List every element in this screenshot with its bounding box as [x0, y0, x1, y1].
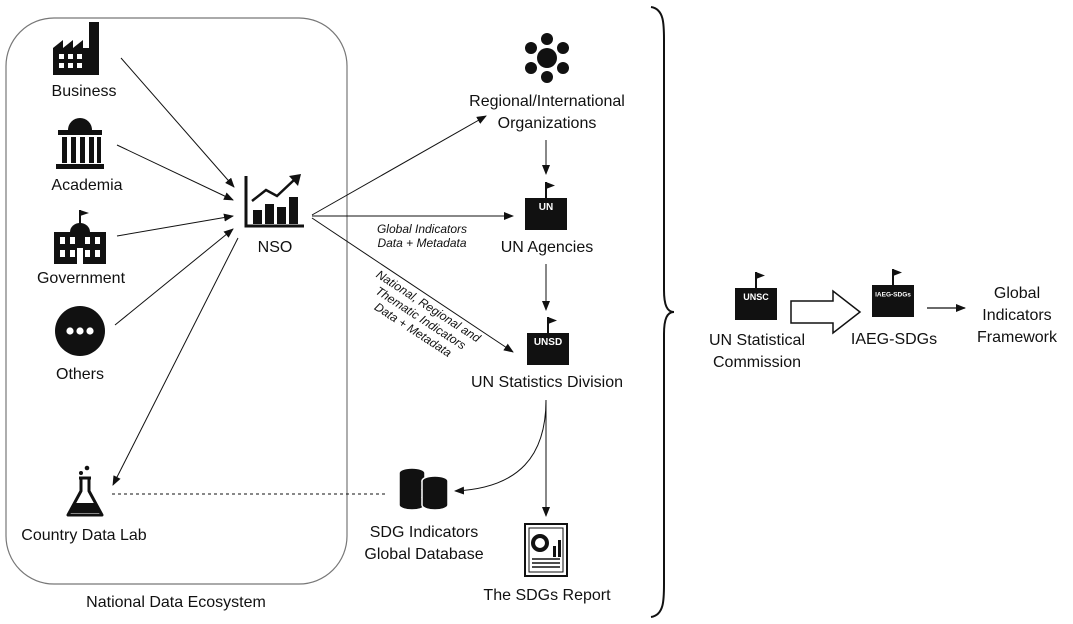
sdg-report-label: The SDGs Report: [483, 587, 611, 604]
edge-nso-countrylab: [112, 237, 239, 486]
regional-label-line-1: Regional/International: [469, 93, 625, 110]
database-icon: [398, 467, 449, 511]
unsc-badge: UNSC: [743, 292, 769, 302]
regional-label: Regional/International Organizations: [469, 91, 625, 135]
grouping-brace: [650, 6, 675, 618]
ecosystem-label: National Data Ecosystem: [86, 594, 266, 611]
edge-academia-nso: [116, 144, 234, 201]
edge-others-nso: [114, 228, 234, 326]
edge-nso-unsd: [311, 217, 514, 353]
government-label: Government: [36, 270, 126, 287]
edge-label-global-indicators: Global Indicators Data + Metadata: [377, 222, 467, 250]
un-badge: UN: [539, 202, 553, 213]
regional-label-line-2: Organizations: [497, 115, 597, 132]
un-agencies-label: UN Agencies: [500, 239, 594, 256]
network-hub-icon: [525, 33, 569, 83]
iaeg-label: IAEG-SDGs: [850, 331, 938, 348]
business-label: Business: [51, 83, 117, 100]
report-document-icon: [524, 523, 568, 577]
nso-label: NSO: [257, 239, 293, 256]
unsc-label-line-2: Commission: [712, 354, 801, 371]
national-data-ecosystem-box: [5, 17, 348, 585]
gif-label-line-2: Indicators: [982, 307, 1052, 324]
unsc-label-line-1: UN Statistical: [708, 332, 806, 349]
building-flag-icon: UN: [524, 181, 568, 231]
hollow-arrow-icon: [790, 289, 862, 335]
bar-chart-trend-icon: [244, 174, 304, 228]
edge-label-global-line-1: Global Indicators: [376, 222, 468, 236]
ellipsis-circle-icon: [55, 306, 105, 356]
iaeg-badge: IAEG-SDGs: [875, 292, 911, 299]
edge-unsd-database: [454, 399, 547, 495]
factory-icon: [53, 22, 99, 75]
sdg-db-label-line-1: SDG Indicators: [369, 524, 479, 541]
gif-label: Global Indicators Framework: [977, 283, 1057, 349]
academia-label: Academia: [51, 177, 123, 194]
edge-nso-regional: [311, 115, 487, 216]
edge-business-nso: [120, 57, 235, 188]
edge-label-global-line-2: Data + Metadata: [377, 236, 467, 250]
museum-icon: [56, 118, 104, 169]
others-label: Others: [55, 366, 105, 383]
building-flag-icon: UNSD: [526, 316, 570, 366]
flask-icon: [66, 465, 104, 517]
sdg-db-label-line-2: Global Database: [364, 546, 484, 563]
unsd-badge: UNSD: [534, 337, 562, 348]
government-building-icon: [54, 210, 106, 264]
gif-label-line-1: Global: [993, 285, 1041, 302]
country-data-lab-label: Country Data Lab: [21, 527, 147, 544]
unsd-label: UN Statistics Division: [470, 374, 624, 391]
gif-label-line-3: Framework: [976, 329, 1058, 346]
building-flag-icon: IAEG-SDGs: [871, 268, 915, 318]
building-flag-icon: UNSC: [734, 271, 778, 321]
unsc-label: UN Statistical Commission: [709, 330, 805, 374]
edge-government-nso: [116, 213, 234, 237]
sdg-db-label: SDG Indicators Global Database: [364, 522, 483, 566]
